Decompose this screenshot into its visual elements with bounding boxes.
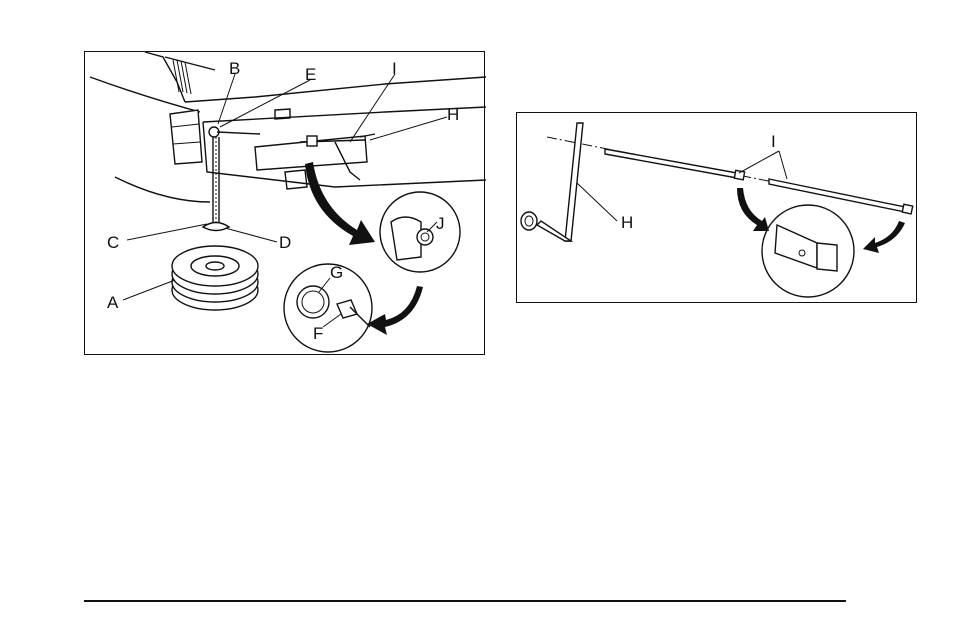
- extension-1-joint: [734, 170, 744, 179]
- label-i: I: [392, 59, 397, 78]
- label-h: H: [621, 213, 633, 232]
- wrench-handle: [335, 142, 360, 180]
- bumper-face: [203, 122, 486, 187]
- leader-h: [370, 117, 447, 140]
- curved-arrow-icon: [305, 162, 375, 245]
- label-e: E: [305, 65, 316, 84]
- hoist-socket: [417, 229, 433, 245]
- label-f: F: [313, 324, 323, 343]
- rear-window-edge: [165, 57, 215, 70]
- label-g: G: [330, 263, 343, 282]
- label-b: B: [229, 59, 240, 78]
- label-a: A: [107, 293, 119, 312]
- label-j: J: [436, 214, 445, 233]
- extension-2-tip: [902, 204, 912, 214]
- spare-wheel-hub: [206, 262, 224, 270]
- wrench-end: [307, 136, 317, 146]
- rear-pillar: [145, 52, 185, 102]
- leader-i-left: [739, 151, 779, 173]
- extension-2: [769, 179, 905, 212]
- jack-handle-socket: [521, 212, 537, 230]
- extension-rod: [217, 132, 260, 134]
- body-side-line: [90, 77, 200, 112]
- wrench-tip: [360, 134, 375, 137]
- leader-i-right: [779, 151, 787, 179]
- leader-i: [350, 74, 395, 142]
- label-d: D: [279, 233, 291, 252]
- hitch-receiver: [285, 170, 307, 189]
- leader-a: [123, 280, 175, 300]
- extension-end-square: [817, 243, 837, 271]
- lower-body-line: [115, 177, 210, 202]
- bumper-top: [203, 107, 486, 122]
- leader-d: [225, 228, 277, 242]
- label-i: I: [771, 132, 776, 151]
- footer-rule: [84, 600, 846, 602]
- curved-arrow-small-icon: [367, 286, 423, 335]
- window-ribs: [173, 60, 191, 94]
- curved-arrow-left-icon: [737, 188, 769, 231]
- leader-e: [220, 80, 310, 127]
- label-h: H: [447, 105, 459, 124]
- label-c: C: [107, 233, 119, 252]
- extension-1: [605, 149, 737, 178]
- tail-lamp: [170, 110, 202, 164]
- curved-arrow-right-icon: [863, 221, 905, 253]
- spare-tire-lowering-drawing: B E I H C D A G F J: [85, 52, 486, 356]
- leader-c: [127, 224, 207, 240]
- leader-h: [577, 183, 617, 221]
- jack-handle-drawing: I H: [517, 113, 918, 304]
- jack-handle-extension-illustration: I H: [516, 112, 917, 303]
- spare-tire-lowering-illustration: B E I H C D A G F J: [84, 51, 485, 355]
